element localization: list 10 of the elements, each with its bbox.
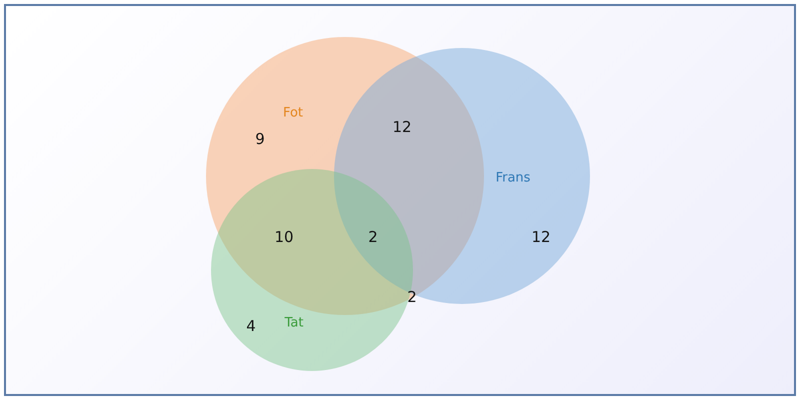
count-number: 12 (392, 118, 412, 136)
count-number: 2 (407, 288, 417, 306)
set-label: Tat (284, 316, 304, 330)
count-number: 10 (274, 228, 294, 246)
set-label: Fot (282, 106, 304, 120)
set-label: Frans (496, 170, 530, 186)
count-number: 4 (246, 317, 256, 335)
count-number: 9 (255, 130, 265, 148)
count-number: 2 (368, 228, 378, 246)
count-number: 12 (531, 228, 551, 246)
